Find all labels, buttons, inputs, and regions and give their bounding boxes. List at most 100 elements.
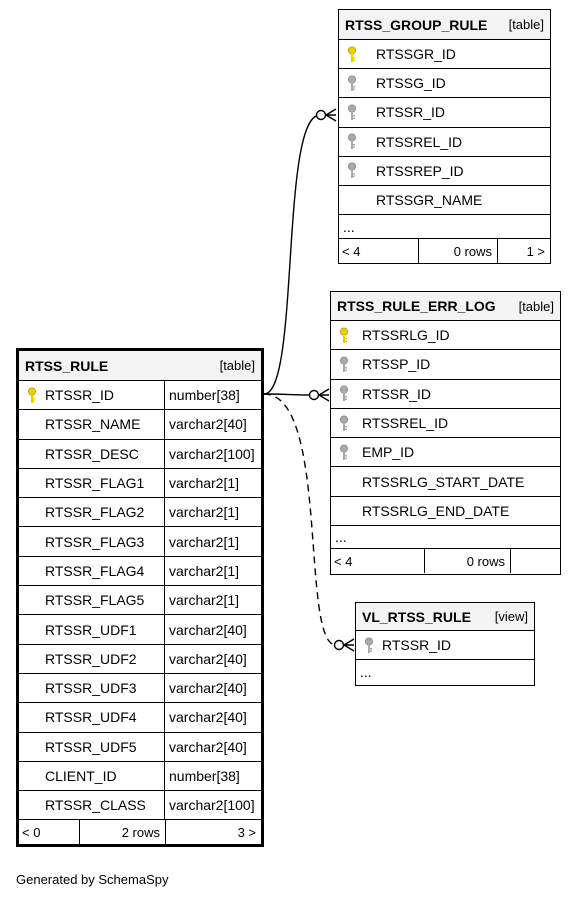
- primary-key-icon: [347, 46, 361, 64]
- column-name: RTSSREP_ID: [376, 162, 464, 179]
- column-type: varchar2[40]: [169, 709, 247, 726]
- column-type: varchar2[40]: [169, 650, 247, 667]
- foreign-key-icon: [347, 133, 361, 151]
- table-kind: [table]: [508, 17, 544, 32]
- column-row-rtssrel-id[interactable]: RTSSREL_ID: [339, 128, 550, 157]
- table-kind: [view]: [494, 609, 528, 624]
- column-row-rtssgr-id[interactable]: RTSSGR_ID: [339, 40, 550, 70]
- relationship-err-log: [263, 393, 313, 396]
- column-type: varchar2[40]: [169, 621, 247, 638]
- generated-by-text: Generated by SchemaSpy: [16, 872, 169, 887]
- column-name: RTSSR_UDF2: [45, 650, 137, 667]
- column-row-rtssr-flag1[interactable]: RTSSR_FLAG1 varchar2[1]: [19, 468, 261, 499]
- column-row-rtssp-id[interactable]: RTSSP_ID: [331, 350, 560, 380]
- parents-link[interactable]: < 4: [334, 553, 353, 569]
- column-row-rtssr-flag4[interactable]: RTSSR_FLAG4 varchar2[1]: [19, 556, 261, 587]
- view-vl-rtss-rule[interactable]: VL_RTSS_RULE[view]RTSSR_ID...: [355, 602, 535, 686]
- table-footer: < 4 0 rows 1 >: [339, 239, 550, 265]
- column-row-rtssrlg-id[interactable]: RTSSRLG_ID: [331, 321, 560, 351]
- column-row-rtssr-flag5[interactable]: RTSSR_FLAG5 varchar2[1]: [19, 586, 261, 616]
- column-row-rtssr-id[interactable]: RTSSR_ID: [339, 98, 550, 128]
- children-link[interactable]: 3 >: [237, 824, 256, 840]
- column-name: RTSSGR_ID: [376, 46, 456, 63]
- column-name: RTSSREL_ID: [376, 133, 463, 150]
- column-row-rtssg-id[interactable]: RTSSG_ID: [339, 69, 550, 99]
- column-row-rtssrel-id[interactable]: RTSSREL_ID: [331, 409, 560, 439]
- ellipsis-text: ...: [343, 218, 355, 235]
- column-type: varchar2[40]: [169, 680, 247, 697]
- column-row-rtssr-udf1[interactable]: RTSSR_UDF1 varchar2[40]: [19, 615, 261, 645]
- column-name: RTSSGR_NAME: [376, 192, 483, 209]
- column-type: varchar2[40]: [169, 738, 247, 755]
- column-name: EMP_ID: [362, 444, 415, 461]
- column-row-rtssr-id[interactable]: RTSSR_ID: [356, 631, 534, 660]
- primary-key-icon: [27, 387, 41, 405]
- column-name: CLIENT_ID: [45, 768, 117, 784]
- foreign-key-icon: [339, 415, 353, 433]
- table-kind: [table]: [518, 298, 554, 314]
- column-name: RTSSR_ID: [45, 387, 114, 404]
- foreign-key-icon: [347, 104, 361, 122]
- more-columns-ellipsis: ...: [339, 215, 550, 240]
- column-name: RTSSR_FLAG3: [45, 533, 145, 550]
- relationship-group-rule: [263, 114, 321, 395]
- column-type: varchar2[1]: [169, 592, 240, 609]
- parents-link[interactable]: < 0: [22, 824, 41, 840]
- column-row-rtssrlg-start-date[interactable]: RTSSRLG_START_DATE: [331, 467, 560, 497]
- children-link[interactable]: 1 >: [526, 244, 545, 260]
- table-rtss-group-rule[interactable]: RTSS_GROUP_RULE [table] RTSSGR_ID RTSSG_ID R…: [338, 9, 551, 265]
- column-name: RTSSP_ID: [362, 356, 431, 373]
- column-row-rtssrep-id[interactable]: RTSSREP_ID: [339, 157, 550, 186]
- column-row-rtssr-id[interactable]: RTSSR_ID number[38]: [19, 381, 261, 411]
- table-header: RTSS_RULE[table]: [19, 351, 261, 381]
- column-type: number[38]: [169, 387, 240, 404]
- column-row-rtssgr-name[interactable]: RTSSGR_NAME: [339, 186, 550, 216]
- column-name: RTSSG_ID: [376, 75, 446, 92]
- column-type: varchar2[1]: [169, 475, 240, 492]
- column-name: RTSSR_FLAG1: [45, 475, 145, 492]
- column-name: RTSSRLG_START_DATE: [362, 473, 525, 490]
- column-row-rtssr-id[interactable]: RTSSR_ID: [331, 380, 560, 409]
- column-name: RTSSREL_ID: [362, 415, 449, 432]
- table-kind: [table]: [219, 358, 255, 373]
- column-name: RTSSR_NAME: [45, 416, 141, 433]
- table-header: RTSS_RULE_ERR_LOG [table]: [331, 292, 560, 321]
- column-name: RTSSR_UDF1: [45, 621, 137, 638]
- foreign-key-icon: [347, 162, 361, 180]
- ellipsis-text: ...: [360, 664, 372, 680]
- column-type: varchar2[100]: [169, 797, 255, 814]
- more-columns-ellipsis: ...: [331, 526, 560, 550]
- table-rtss-rule-err-log[interactable]: RTSS_RULE_ERR_LOG [table] RTSSRLG_ID RTSSP_…: [330, 291, 561, 575]
- parents-link[interactable]: < 4: [342, 244, 361, 260]
- column-name: RTSSR_DESC: [45, 445, 139, 462]
- row-count: 2 rows: [121, 824, 160, 840]
- column-name: RTSSR_ID: [376, 104, 445, 121]
- column-type: varchar2[1]: [169, 504, 240, 521]
- column-row-rtssr-udf2[interactable]: RTSSR_UDF2 varchar2[40]: [19, 644, 261, 674]
- column-row-rtssrlg-end-date[interactable]: RTSSRLG_END_DATE: [331, 497, 560, 527]
- relationship-group-rule-marker: [315, 109, 327, 121]
- foreign-key-icon: [339, 385, 353, 403]
- column-row-client-id[interactable]: CLIENT_ID number[38]: [19, 761, 261, 792]
- more-columns-ellipsis: ...: [356, 660, 534, 684]
- column-row-emp-id[interactable]: EMP_ID: [331, 438, 560, 468]
- row-count: 0 rows: [453, 244, 492, 260]
- column-name: RTSSR_FLAG4: [45, 562, 145, 579]
- column-type: number[38]: [169, 768, 240, 784]
- table-name: RTSS_GROUP_RULE: [345, 16, 488, 33]
- table-name: RTSS_RULE_ERR_LOG: [337, 298, 496, 314]
- relationship-view-marker: [333, 639, 345, 651]
- foreign-key-icon: [347, 75, 361, 93]
- row-count: 0 rows: [466, 553, 505, 569]
- column-name: RTSSR_FLAG5: [45, 592, 145, 609]
- column-type: varchar2[1]: [169, 562, 240, 579]
